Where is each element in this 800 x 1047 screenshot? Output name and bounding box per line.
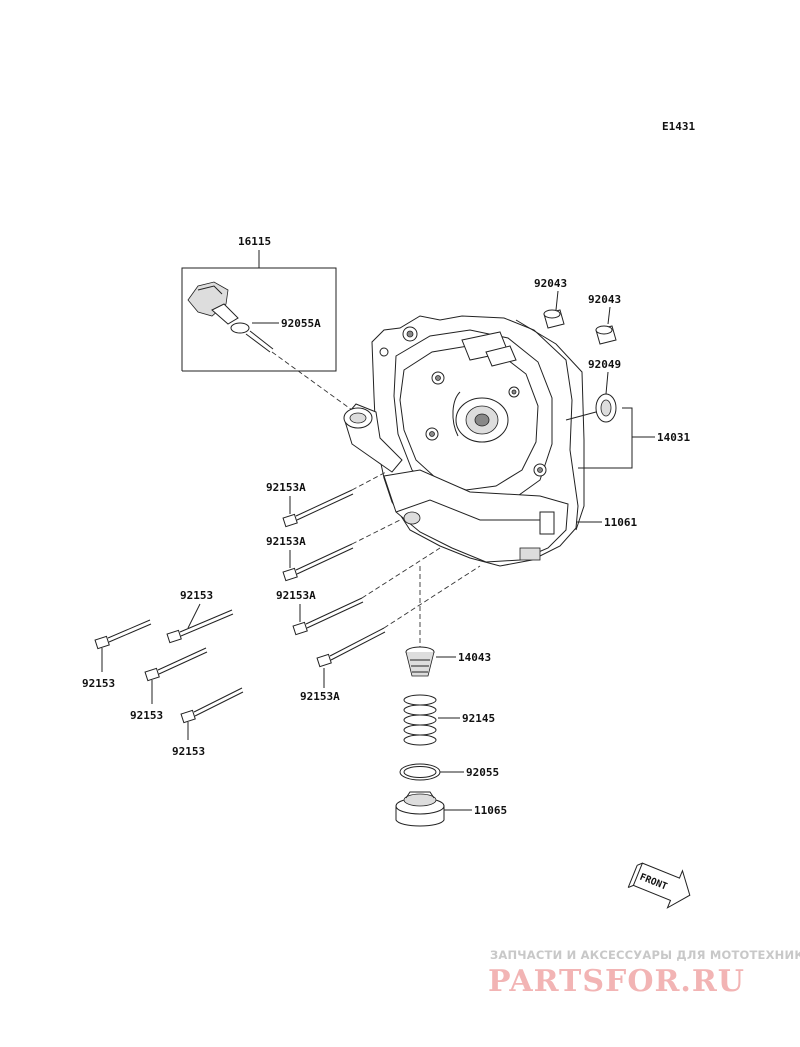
strainer-icon: [405, 651, 435, 677]
part-label-92043-b[interactable]: 92043: [588, 293, 621, 306]
bolt-head-icon: [180, 709, 196, 724]
diagram-code: E1431: [662, 120, 695, 133]
part-label-14031[interactable]: 14031: [657, 431, 690, 444]
oil-dipstick-group: 16115 92055A: [181, 235, 353, 411]
part-label-92153-1[interactable]: 92153: [180, 589, 213, 602]
part-label-92055A[interactable]: 92055A: [281, 317, 321, 330]
drain-assembly-group: 14043 92145 92055 11065: [395, 566, 507, 827]
spring-icon: [403, 694, 437, 746]
bolt-head-icon: [144, 667, 160, 682]
collars-group: 92043 92043: [534, 277, 621, 345]
bolt-head-icon: [292, 621, 308, 636]
bolts-92153A-group: 92153A 92153A 92153A 92153A: [266, 471, 481, 703]
part-label-14043[interactable]: 14043: [458, 651, 491, 664]
watermark-subtitle: ЗАПЧАСТИ И АКСЕССУАРЫ ДЛЯ МОТОТЕХНИКИ: [490, 948, 800, 962]
part-label-11065[interactable]: 11065: [474, 804, 507, 817]
part-label-92153-2[interactable]: 92153: [82, 677, 115, 690]
bolt-head-icon: [316, 653, 332, 668]
part-label-92153A-3[interactable]: 92153A: [276, 589, 316, 602]
bolts-92153-group: 92153 92153 92153 92153: [82, 589, 244, 758]
bolt-head-icon: [282, 567, 298, 582]
oil-seal-group: 92049 14031: [565, 358, 690, 469]
bolt-head-icon: [166, 629, 182, 644]
front-direction-arrow: FRONT: [627, 862, 691, 909]
part-label-92145[interactable]: 92145: [462, 712, 495, 725]
part-label-11061[interactable]: 11061: [604, 516, 637, 529]
o-ring-icon: [230, 322, 250, 334]
drain-plug-icon: [395, 791, 445, 827]
bolt-head-icon: [94, 635, 110, 650]
part-label-92043-a[interactable]: 92043: [534, 277, 567, 290]
part-label-92153A-4[interactable]: 92153A: [300, 690, 340, 703]
part-label-92153-4[interactable]: 92153: [172, 745, 205, 758]
part-label-92055[interactable]: 92055: [466, 766, 499, 779]
part-label-16115[interactable]: 16115: [238, 235, 271, 248]
bolt-head-icon: [282, 513, 298, 528]
part-label-92153A-1[interactable]: 92153A: [266, 481, 306, 494]
watermark-brand: PARTSFOR.RU: [488, 964, 745, 999]
part-label-92153A-2[interactable]: 92153A: [266, 535, 306, 548]
crankcase-cover: 11061: [343, 315, 637, 567]
part-label-92049[interactable]: 92049: [588, 358, 621, 371]
part-label-92153-3[interactable]: 92153: [130, 709, 163, 722]
